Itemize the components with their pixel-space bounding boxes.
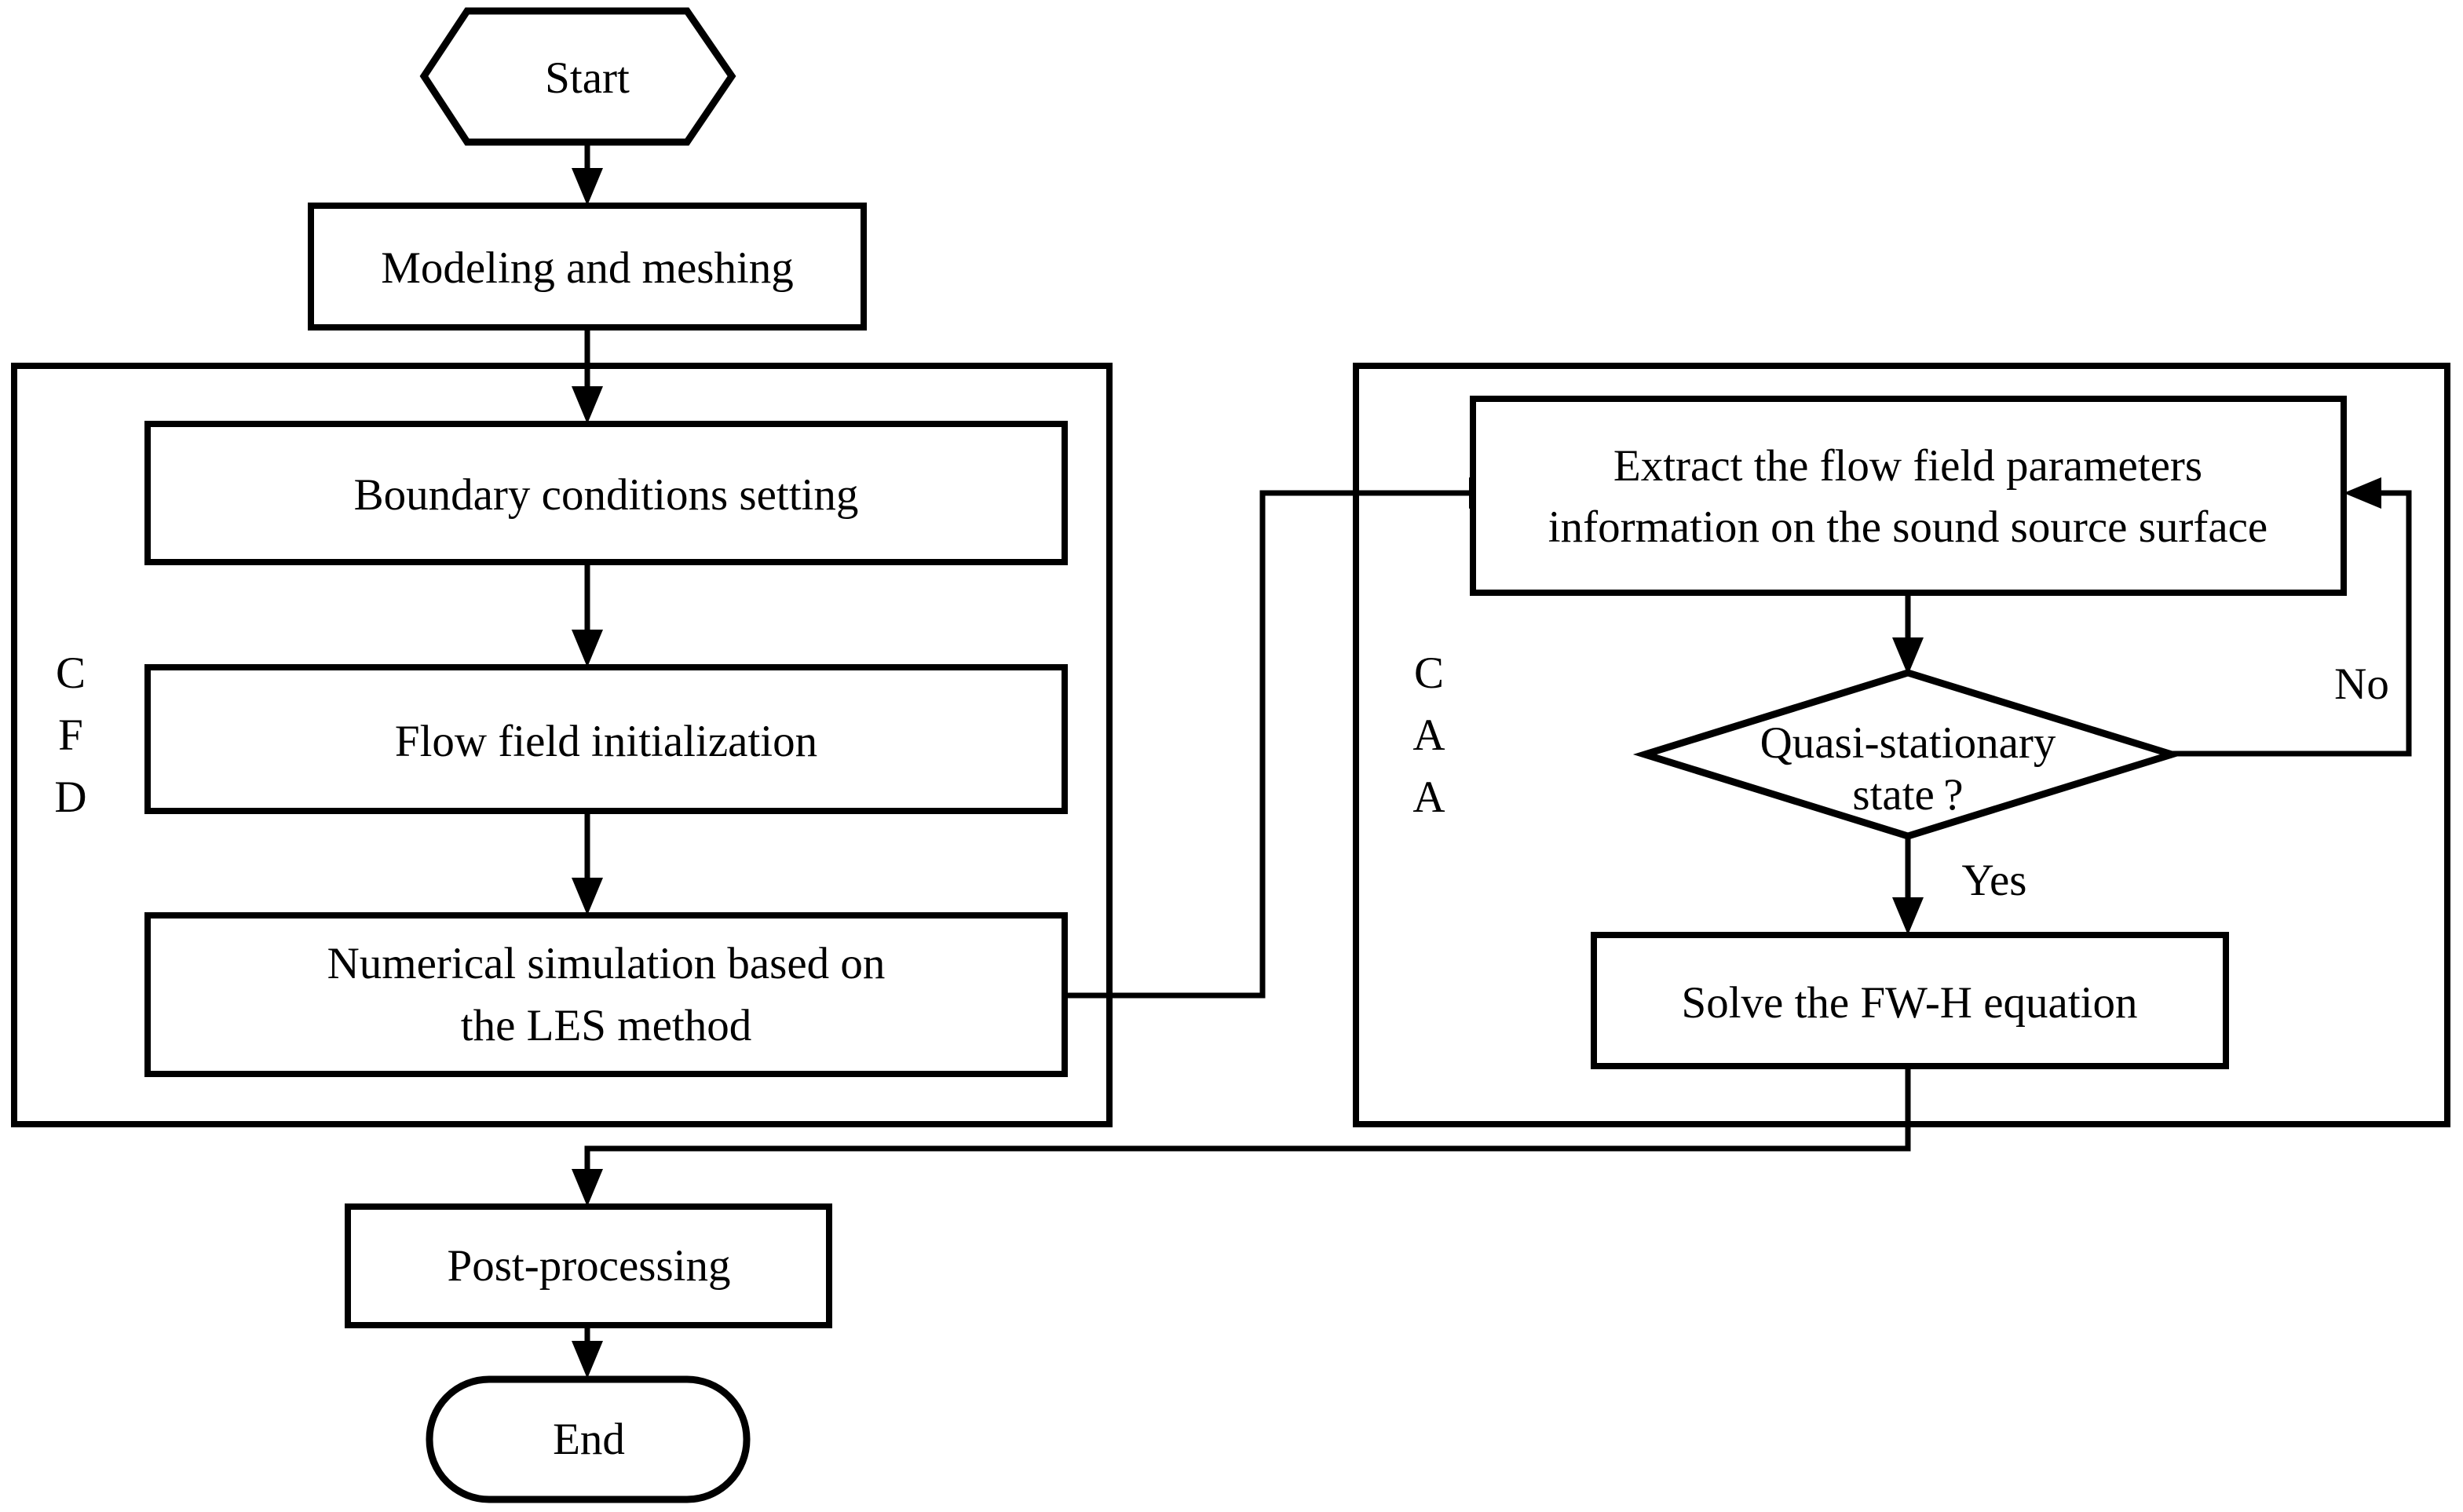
node-decision-label-line1: Quasi-stationary: [1760, 718, 2056, 768]
node-flow-field-initialization[interactable]: [144, 664, 1068, 814]
caa-group-letter-a: A: [1412, 710, 1445, 760]
node-numerical-simulation-label-line1: Numerical simulation based on: [327, 939, 886, 988]
arrowhead-extract-to-decision: [1892, 637, 1924, 675]
arrowhead-modeling-to-boundary: [572, 386, 603, 424]
edge-decision-no-loop: [2172, 490, 2412, 757]
cfd-group-letter-c: C: [56, 648, 86, 698]
node-post-processing-label: Post-processing: [448, 1241, 731, 1291]
node-boundary-conditions-label: Boundary conditions setting: [354, 470, 859, 520]
node-decision-quasi-stationary[interactable]: [1632, 669, 2184, 840]
cfd-group-letter-f: F: [58, 710, 83, 760]
node-modeling-label: Modeling and meshing: [381, 243, 794, 293]
node-solve-fwh-equation-label: Solve the FW-H equation: [1682, 978, 2138, 1028]
arrowhead-decision-no-loop: [2344, 477, 2381, 509]
node-extract-flow-field-label-line2: information on the sound source surface: [1548, 502, 2267, 552]
caa-group-letter-c: C: [1414, 648, 1444, 698]
node-numerical-simulation-label-line2: the LES method: [461, 1001, 751, 1050]
node-modeling[interactable]: [308, 203, 867, 331]
cfd-group-container: [11, 363, 1113, 1127]
node-start-label: Start: [545, 53, 630, 103]
edge-simulation-to-extract: [1065, 490, 1494, 999]
node-end[interactable]: [426, 1375, 751, 1503]
node-post-processing[interactable]: [345, 1203, 832, 1328]
cfd-group-letter-d: D: [54, 772, 86, 822]
node-decision-label-line2: state ?: [1852, 770, 1963, 820]
arrowhead-boundary-to-initialization: [572, 630, 603, 667]
node-extract-flow-field-label-line1: Extract the flow field parameters: [1613, 441, 2202, 491]
caa-group-letter-a-2: A: [1412, 772, 1445, 822]
node-extract-flow-field[interactable]: [1470, 396, 2347, 596]
arrowhead-initialization-to-simulation: [572, 878, 603, 915]
arrowhead-postprocessing-to-end: [572, 1341, 603, 1379]
node-solve-fwh-equation[interactable]: [1591, 932, 2229, 1069]
node-start[interactable]: [419, 7, 736, 146]
arrowhead-fwh-to-postprocessing: [572, 1169, 603, 1207]
edge-fwh-to-postprocessing: [584, 1066, 1911, 1194]
node-end-label: End: [553, 1415, 625, 1464]
node-flow-field-initialization-label: Flow field initialization: [395, 717, 817, 766]
node-boundary-conditions[interactable]: [144, 421, 1068, 565]
node-numerical-simulation[interactable]: [144, 912, 1068, 1077]
edge-label-yes: Yes: [1962, 856, 2027, 905]
arrowhead-start-to-modeling: [572, 168, 603, 206]
caa-group-container: [1353, 363, 2450, 1127]
edge-label-no: No: [2334, 659, 2389, 709]
arrowhead-decision-yes-to-fwh: [1892, 897, 1924, 935]
